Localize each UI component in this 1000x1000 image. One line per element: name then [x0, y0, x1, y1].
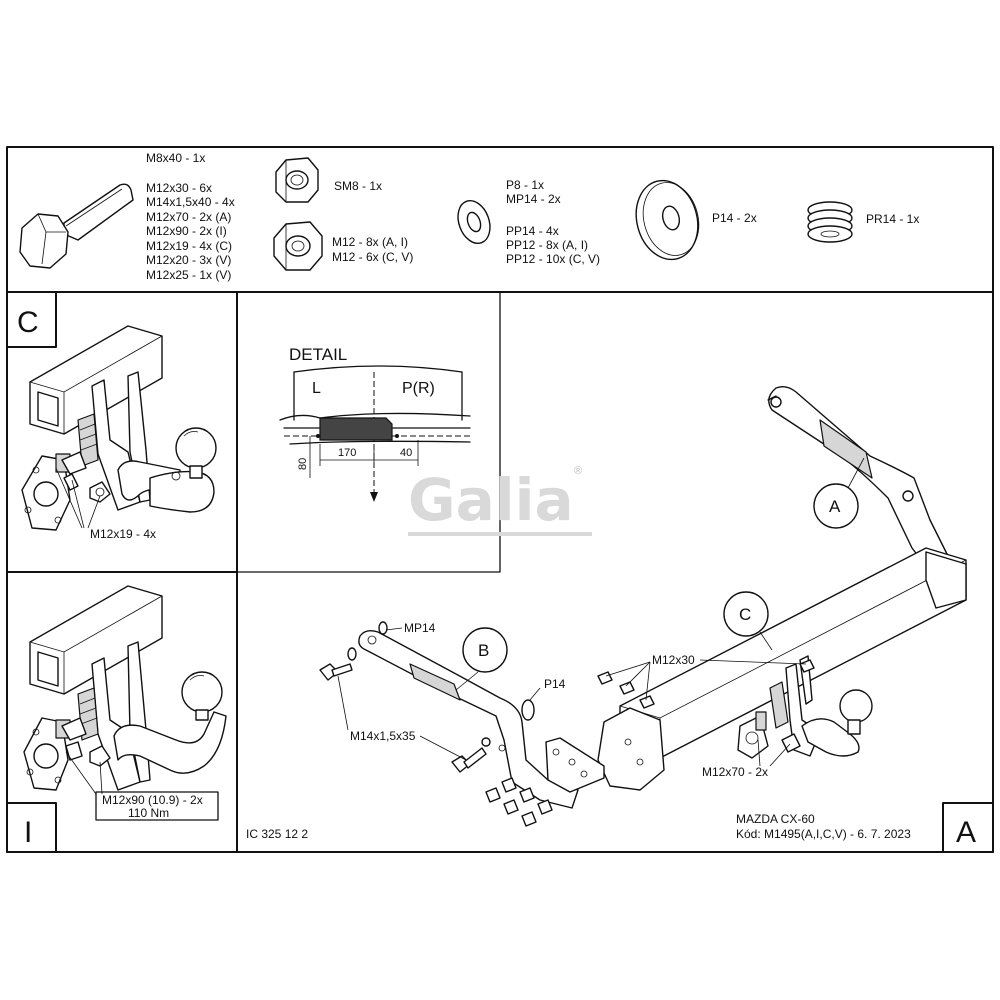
crossbar-c-drawing [597, 547, 967, 791]
side-arm-a-drawing [767, 385, 951, 575]
galia-logo: Galia ® [408, 465, 592, 536]
registered-mark: ® [574, 465, 582, 477]
small-washer-icon [457, 199, 491, 245]
bolt-label: M12x19 - 4x (C) [146, 239, 232, 253]
callout-c: C [723, 591, 773, 651]
vehicle-model: MAZDA CX-60 [736, 812, 815, 826]
nut-m12-label: M12 - 6x (C, V) [332, 250, 413, 264]
drawing-code: IC 325 12 2 [246, 827, 308, 841]
kit-code: Kód: M1495(A,I,C,V) - 6. 7. 2023 [736, 827, 911, 841]
plate-washer-label: P14 - 2x [712, 211, 757, 225]
callout-c-letter: C [739, 605, 751, 624]
label-m14x35: M14x1,5x35 [350, 729, 416, 743]
callout-a: A [813, 457, 865, 529]
detail-side-dim: 40 [400, 447, 412, 459]
panel-a-letter: A [956, 816, 976, 849]
washer-p14-icon [521, 699, 535, 721]
detail-panel: DETAIL L P(R) 170 40 80 [279, 345, 471, 502]
galia-logo-text: Galia [408, 466, 574, 534]
arrow-down-icon [370, 492, 378, 502]
hardware-list: M8x40 - 1x M12x30 - 6x M14x1,5x40 - 4x M… [19, 151, 919, 282]
detail-plate-section [319, 417, 393, 441]
bolt-m14-icon [451, 747, 487, 773]
washer-label: PP12 - 10x (C, V) [506, 252, 600, 266]
main-assembly: A B C MP14 P14 M12x30 M14 [319, 385, 967, 827]
torque-bolt-label: M12x90 (10.9) - 2x [102, 793, 203, 807]
drawing-frame [6, 146, 994, 853]
spring-washer-label: PR14 - 1x [866, 212, 919, 226]
callout-b-letter: B [478, 641, 489, 660]
nut-sm8-label: SM8 - 1x [334, 179, 382, 193]
washer-label: PP12 - 8x (A, I) [506, 238, 588, 252]
detail-right-label: P(R) [402, 380, 435, 397]
panel-i-letter: I [24, 816, 32, 849]
detail-width-dim: 170 [338, 447, 356, 459]
receiver-tube-drawing [29, 585, 163, 695]
bolt-m12x30-icon [597, 659, 815, 709]
nut-m12-label: M12 - 8x (A, I) [332, 235, 408, 249]
bolt-label: M12x25 - 1x (V) [146, 268, 231, 282]
large-flat-washer-icon [635, 179, 700, 261]
washer-label: PP14 - 4x [506, 224, 559, 238]
callout-b: B [455, 627, 508, 691]
spring-washer-icon [807, 201, 853, 243]
bolt-label: M12x30 - 6x [146, 181, 212, 195]
bolt-leader-lines [65, 751, 103, 795]
side-arm-b-drawing [358, 629, 605, 809]
nut-cluster-icon [485, 777, 553, 827]
callout-a-letter: A [829, 497, 841, 516]
socket-plate-drawing [21, 455, 71, 531]
bolt-label: M12x20 - 3x (V) [146, 253, 231, 267]
footer: IC 325 12 2 MAZDA CX-60 Kód: M1495(A,I,C… [246, 802, 994, 853]
panel-c-bolt-label: M12x19 - 4x [90, 527, 156, 541]
detail-height-dim: 80 [297, 458, 309, 470]
washer-label: P8 - 1x [506, 178, 544, 192]
bolt-label: M12x90 - 2x (I) [146, 224, 227, 238]
towball-arm-drawing [113, 671, 227, 774]
bolt-nut-cluster [55, 717, 111, 767]
bolt-nut-cluster [55, 451, 111, 503]
panel-c: C [6, 291, 217, 541]
label-p14: P14 [544, 677, 566, 691]
washer-mp14-icon [378, 621, 388, 635]
detail-hole-marker [395, 434, 399, 438]
bolt-label: M12x70 - 2x (A) [146, 210, 231, 224]
bolt-label: M8x40 - 1x [146, 151, 205, 165]
bolt-label-list: M8x40 - 1x M12x30 - 6x M14x1,5x40 - 4x M… [146, 151, 235, 282]
bolt-m14-icon [319, 647, 357, 681]
torque-value-label: 110 Nm [128, 806, 169, 820]
bolt-leader-lines [55, 467, 101, 529]
main-leader-lines [337, 627, 807, 767]
label-m12x70: M12x70 - 2x [702, 765, 768, 779]
hex-bolt-icon [19, 183, 134, 269]
detail-hole-marker [316, 434, 320, 438]
torque-box [95, 791, 219, 821]
hex-nut-m12-icon [273, 221, 323, 271]
washer-label: MP14 - 2x [506, 192, 561, 206]
detail-left-label: L [312, 380, 321, 397]
towball-arm-drawing [117, 427, 217, 513]
towbar-ball-drawing [737, 655, 873, 759]
panel-c-letter: C [17, 306, 39, 339]
washer-label-list: P8 - 1x MP14 - 2x PP14 - 4x PP12 - 8x (A… [506, 178, 600, 266]
label-mp14: MP14 [404, 621, 436, 635]
hex-nut-sm8-icon [275, 157, 319, 203]
panel-i: I [6, 585, 227, 853]
bolt-label: M14x1,5x40 - 4x [146, 195, 235, 209]
detail-title: DETAIL [289, 345, 347, 364]
receiver-tube-drawing [29, 325, 163, 435]
label-m12x30: M12x30 [652, 653, 695, 667]
